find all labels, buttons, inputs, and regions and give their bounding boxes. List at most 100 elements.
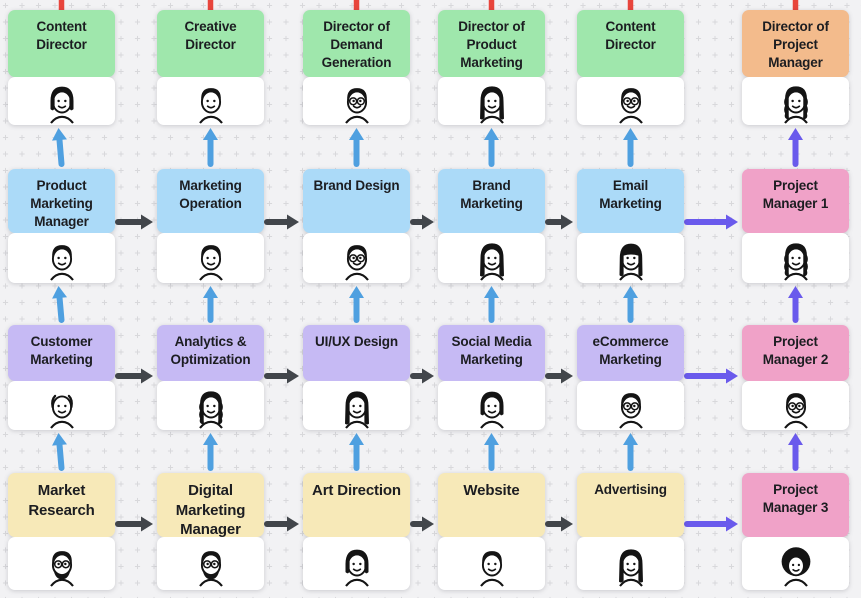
card-header: eCommerce Marketing (577, 325, 684, 381)
man-glasses-portrait-icon (618, 88, 643, 124)
card-title: Director of Demand Generation (321, 19, 392, 70)
card-body (577, 233, 684, 283)
card-title: Content Director (605, 19, 656, 52)
connector-up-arrow[interactable] (203, 128, 218, 167)
connector-right-arrow[interactable] (545, 516, 573, 532)
connector-up-arrow[interactable] (349, 433, 364, 471)
connector-up-arrow[interactable] (623, 433, 638, 471)
card-title: Project Manager 1 (762, 178, 829, 211)
connector-right-arrow[interactable] (545, 214, 573, 230)
org-card-r3c2[interactable]: Analytics & Optimization (157, 325, 264, 430)
card-title: Advertising (594, 482, 667, 497)
card-header: Project Manager 1 (742, 169, 849, 233)
card-body (438, 77, 545, 125)
woman-curly-portrait-icon (198, 390, 223, 429)
org-card-r2c4[interactable]: Brand Marketing (438, 169, 545, 283)
connector-up-arrow[interactable] (203, 286, 218, 323)
man-bald-portrait-icon (49, 394, 74, 429)
org-card-r1c3[interactable]: Director of Demand Generation (303, 10, 410, 125)
connector-up-arrow[interactable] (484, 286, 499, 323)
card-header: Brand Marketing (438, 169, 545, 233)
org-card-r4c2[interactable]: Digital Marketing Manager (157, 473, 264, 590)
card-body (438, 381, 545, 430)
connector-right-arrow[interactable] (410, 516, 434, 532)
org-card-r4c1[interactable]: Market Research (8, 473, 115, 590)
man-short-portrait-icon (49, 245, 74, 281)
card-title: Content Director (36, 19, 87, 52)
card-header: Advertising (577, 473, 684, 537)
man-beard-glasses-portrait-icon (49, 550, 74, 587)
org-card-r2c6[interactable]: Project Manager 1 (742, 169, 849, 283)
woman-bob-portrait-icon (479, 391, 504, 429)
card-header: Analytics & Optimization (157, 325, 264, 381)
org-card-r3c1[interactable]: Customer Marketing (8, 325, 115, 430)
org-card-r4c6[interactable]: Project Manager 3 (742, 473, 849, 590)
org-card-r3c3[interactable]: UI/UX Design (303, 325, 410, 430)
org-card-r2c5[interactable]: Email Marketing (577, 169, 684, 283)
card-body (742, 233, 849, 283)
card-body (303, 233, 410, 283)
card-title: Social Media Marketing (451, 334, 532, 367)
connector-up-arrow[interactable] (52, 286, 68, 323)
card-title: Analytics & Optimization (170, 334, 251, 367)
org-card-r4c4[interactable]: Website (438, 473, 545, 590)
connector-up-arrow[interactable] (52, 128, 67, 167)
connector-right-arrow[interactable] (684, 214, 738, 230)
card-title: Project Manager 2 (762, 334, 829, 367)
card-header: Market Research (8, 473, 115, 537)
woman-afro-portrait-icon (781, 546, 810, 587)
connector-up-arrow[interactable] (484, 433, 499, 471)
card-body (8, 233, 115, 283)
org-card-r3c5[interactable]: eCommerce Marketing (577, 325, 684, 430)
connector-up-arrow[interactable] (788, 433, 803, 471)
connector-right-arrow[interactable] (115, 516, 153, 532)
org-card-r2c1[interactable]: Product Marketing Manager (8, 169, 115, 283)
connector-right-arrow[interactable] (410, 214, 434, 230)
connector-right-arrow[interactable] (264, 516, 299, 532)
connector-up-arrow[interactable] (349, 286, 364, 323)
org-card-r2c2[interactable]: Marketing Operation (157, 169, 264, 283)
org-card-r3c4[interactable]: Social Media Marketing (438, 325, 545, 430)
woman-long-portrait-icon (479, 86, 504, 124)
card-body (303, 537, 410, 590)
connector-right-arrow[interactable] (545, 368, 573, 384)
org-card-r1c2[interactable]: Creative Director (157, 10, 264, 125)
card-title: Brand Marketing (460, 178, 523, 211)
card-header: Director of Project Manager (742, 10, 849, 77)
card-header: UI/UX Design (303, 325, 410, 381)
org-card-r1c4[interactable]: Director of Product Marketing (438, 10, 545, 125)
org-card-r2c3[interactable]: Brand Design (303, 169, 410, 283)
man-glasses-portrait-icon (783, 392, 808, 429)
org-card-r3c6[interactable]: Project Manager 2 (742, 325, 849, 430)
card-body (303, 77, 410, 125)
connector-up-arrow[interactable] (788, 128, 803, 167)
connector-up-arrow[interactable] (349, 128, 364, 167)
connector-right-arrow[interactable] (264, 368, 299, 384)
card-body (438, 537, 545, 590)
org-card-r4c3[interactable]: Art Direction (303, 473, 410, 590)
card-header: Content Director (577, 10, 684, 77)
org-card-r1c6[interactable]: Director of Project Manager (742, 10, 849, 125)
connector-up-arrow[interactable] (623, 286, 638, 323)
card-title: Market Research (28, 482, 95, 519)
card-title: Project Manager 3 (762, 482, 829, 515)
connector-right-arrow[interactable] (684, 516, 738, 532)
org-card-r1c5[interactable]: Content Director (577, 10, 684, 125)
org-card-r4c5[interactable]: Advertising (577, 473, 684, 590)
connector-up-arrow[interactable] (203, 433, 218, 471)
connector-up-arrow[interactable] (52, 433, 67, 471)
card-title: Brand Design (313, 178, 400, 193)
card-title: eCommerce Marketing (592, 334, 669, 367)
connector-right-arrow[interactable] (684, 368, 738, 384)
connector-up-arrow[interactable] (484, 128, 499, 167)
org-card-r1c1[interactable]: Content Director (8, 10, 115, 125)
connector-up-arrow[interactable] (623, 128, 638, 167)
connector-right-arrow[interactable] (115, 214, 153, 230)
connector-right-arrow[interactable] (115, 368, 153, 384)
connector-up-arrow[interactable] (788, 286, 803, 323)
card-body (742, 537, 849, 590)
connector-right-arrow[interactable] (264, 214, 299, 230)
connector-right-arrow[interactable] (410, 368, 434, 384)
man-short-portrait-icon (479, 550, 504, 587)
